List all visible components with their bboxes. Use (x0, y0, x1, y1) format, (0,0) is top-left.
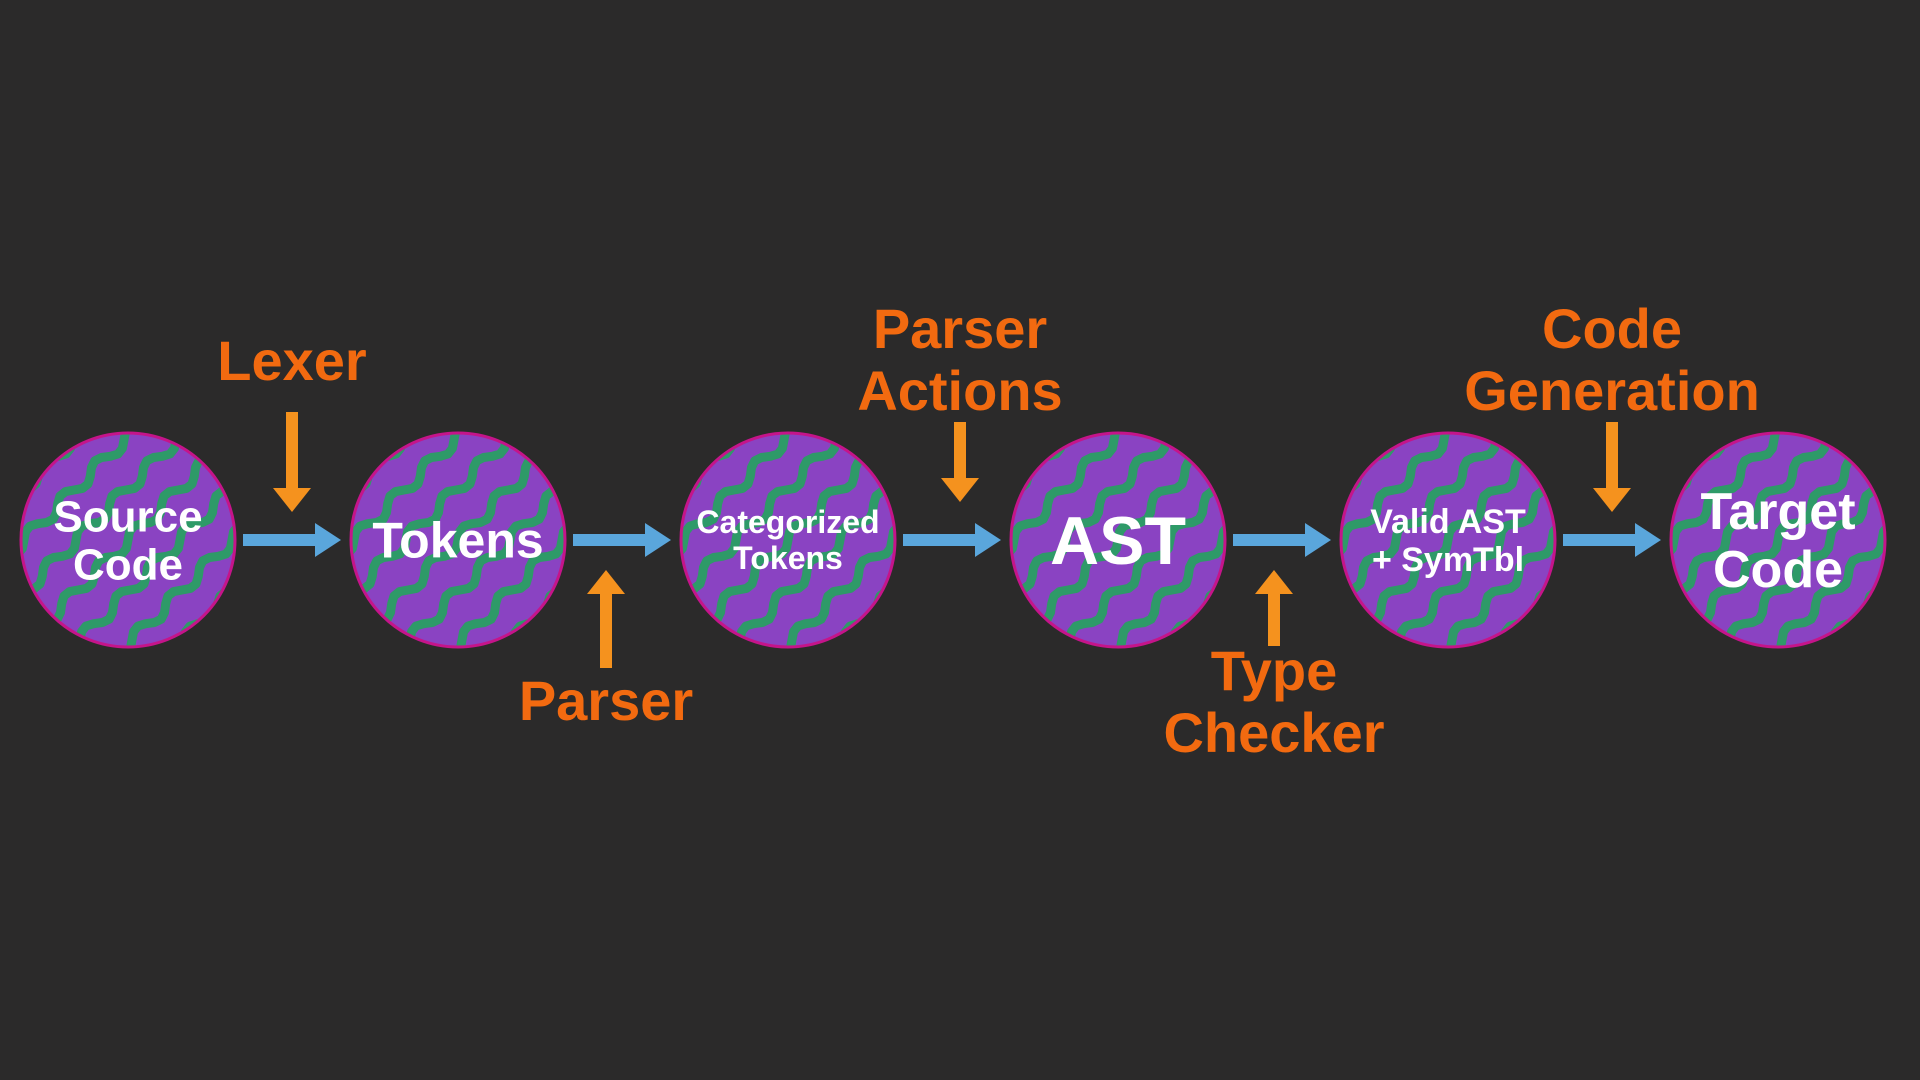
step-label: Actions (857, 359, 1062, 422)
node-label: Valid AST (1370, 503, 1526, 541)
node-label: Categorized (696, 504, 879, 540)
step-arrow (1255, 570, 1293, 646)
step-label: Generation (1464, 359, 1760, 422)
flow-arrow (903, 523, 1001, 557)
node-border (1339, 431, 1557, 649)
node-label: + SymTbl (1372, 541, 1524, 579)
node-label: Code (73, 540, 183, 589)
flow-arrow (1563, 523, 1661, 557)
step-label: Type (1211, 639, 1338, 702)
node-label: Code (1713, 541, 1843, 599)
node-label: Tokens (372, 513, 543, 569)
pipeline-steps: LexerParserParserActionsTypeCheckerCodeG… (217, 297, 1760, 764)
flow-arrows (243, 523, 1661, 557)
step-label: Parser (519, 669, 693, 732)
node-border (1009, 431, 1227, 649)
step-label: Parser (873, 297, 1047, 360)
flow-arrow (1233, 523, 1331, 557)
node-border (679, 431, 897, 649)
step-arrow (273, 412, 311, 512)
step-label: Lexer (217, 329, 366, 392)
step-arrow (1593, 422, 1631, 512)
step-arrow (941, 422, 979, 502)
step-label: Code (1542, 297, 1682, 360)
step-lexer: Lexer (217, 329, 367, 512)
node-label: AST (1050, 503, 1186, 579)
node-label: Target (1700, 483, 1855, 541)
step-label: Checker (1163, 701, 1384, 764)
step-parser: Parser (519, 570, 693, 732)
flow-arrow (243, 523, 341, 557)
node-border (19, 431, 237, 649)
node-border (349, 431, 567, 649)
step-arrow (587, 570, 625, 668)
flow-arrow (573, 523, 671, 557)
node-label: Source (53, 492, 202, 541)
node-border (1669, 431, 1887, 649)
node-label: Tokens (733, 540, 843, 576)
